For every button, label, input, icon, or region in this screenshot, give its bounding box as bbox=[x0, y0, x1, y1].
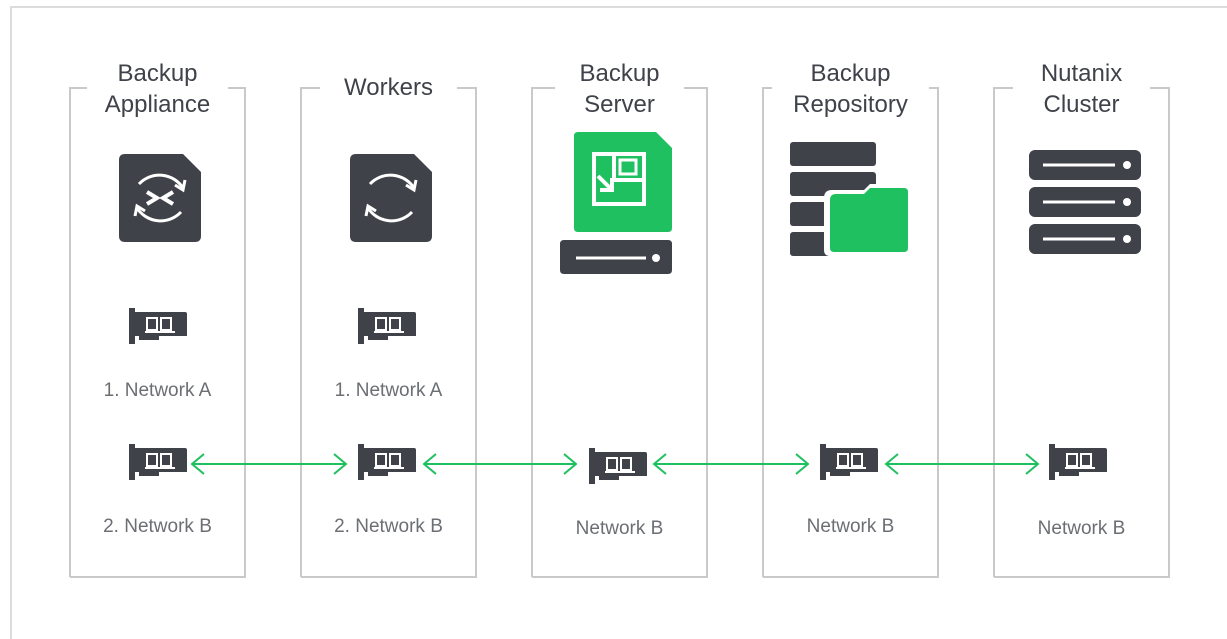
nic-icon bbox=[1049, 444, 1109, 485]
nic-label: Network B bbox=[806, 516, 895, 537]
nic-icon bbox=[129, 308, 189, 349]
diagram-frame bbox=[10, 6, 1227, 639]
nutanix-backup-appliance-icon bbox=[115, 154, 205, 247]
column-border bbox=[531, 87, 708, 578]
column-title: Workers bbox=[344, 74, 433, 101]
server-stack-icon bbox=[1029, 150, 1141, 259]
connection-arrow bbox=[652, 453, 810, 475]
connection-arrow bbox=[190, 453, 348, 475]
column-border bbox=[762, 87, 939, 578]
nic-icon bbox=[358, 444, 418, 485]
nic-label: 2. Network B bbox=[103, 516, 212, 537]
column-border bbox=[300, 87, 477, 578]
nic-label: 2. Network B bbox=[334, 516, 443, 537]
connection-arrow bbox=[422, 453, 578, 475]
veeam-backup-server-icon bbox=[558, 132, 674, 279]
nic-icon bbox=[129, 444, 189, 485]
worker-sync-icon bbox=[346, 154, 436, 247]
nic-icon bbox=[589, 448, 649, 489]
connection-arrow bbox=[884, 453, 1040, 475]
column-border bbox=[993, 87, 1170, 578]
nic-icon bbox=[358, 308, 418, 349]
column-border bbox=[69, 87, 246, 578]
nic-icon bbox=[820, 444, 880, 485]
nic-label: Network B bbox=[1037, 518, 1126, 539]
nic-label: 1. Network A bbox=[103, 380, 212, 401]
repository-storage-icon bbox=[790, 142, 912, 261]
nic-label: 1. Network A bbox=[334, 380, 443, 401]
nic-label: Network B bbox=[575, 518, 664, 539]
column-workers: Workers 1. Network A 2. Network B bbox=[300, 58, 477, 578]
